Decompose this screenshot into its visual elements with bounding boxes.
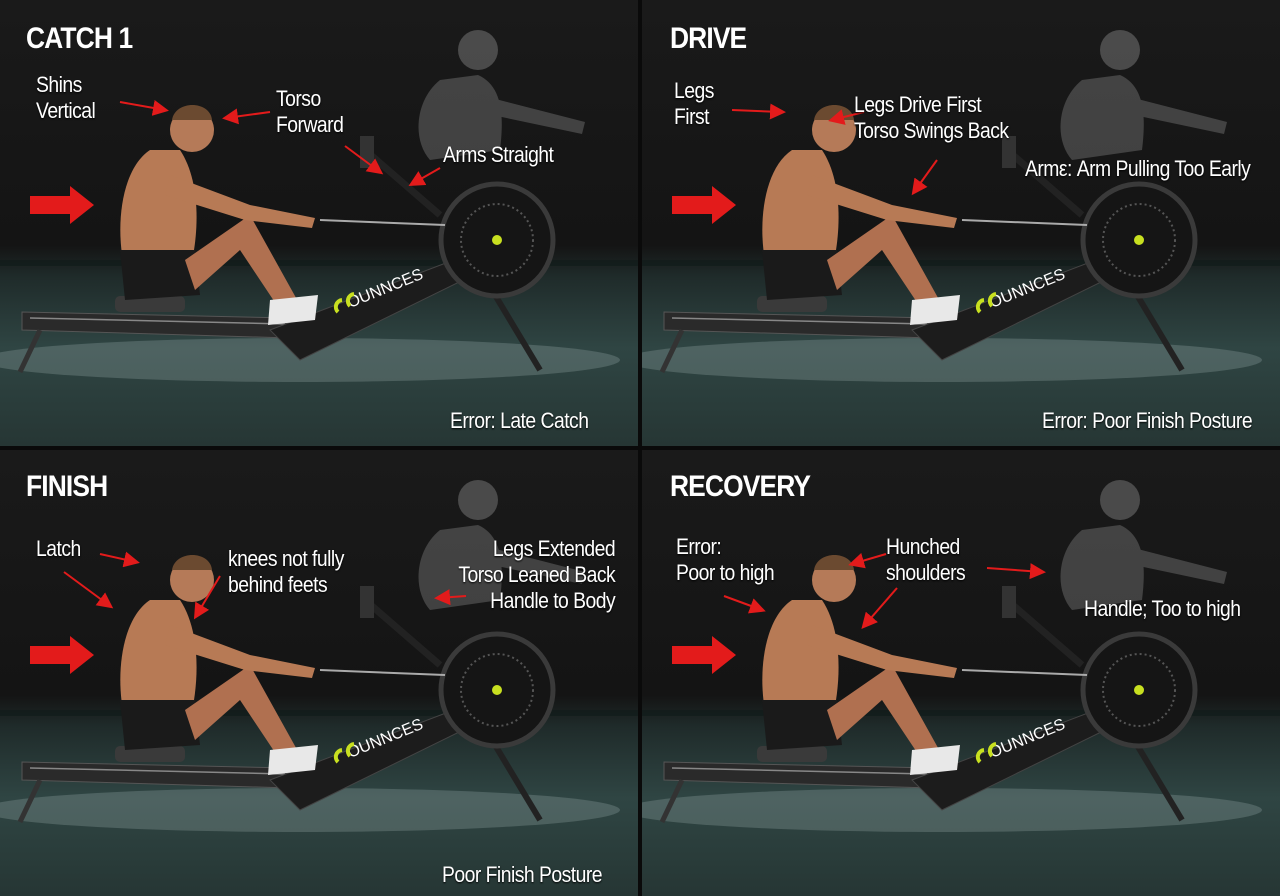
direction-arrow-icon xyxy=(672,636,736,674)
annotation-label: Legs Extended Torso Leaned Back Handle t… xyxy=(458,536,615,613)
pointer-arrow-icon xyxy=(723,595,766,614)
rower-figure xyxy=(757,555,960,775)
pointer-arrow-icon xyxy=(119,100,169,116)
panel-drive: OUNNCES DRIVE Legs First Legs Drive First … xyxy=(642,0,1280,446)
rower-figure xyxy=(115,555,318,775)
pointer-arrow-icon xyxy=(344,145,384,175)
annotation-label: Error: Late Catch xyxy=(450,408,589,433)
annotation-label: Hunched shoulders xyxy=(886,534,966,585)
annotation-label: Latch xyxy=(36,536,81,561)
ghost-figure xyxy=(1060,480,1227,610)
pointer-arrow-icon xyxy=(193,575,221,620)
pointer-arrow-icon xyxy=(222,108,271,125)
direction-arrow-icon xyxy=(672,186,736,224)
rower-figure xyxy=(115,105,318,325)
panel-catch-1: OUNNCES CATCH 1 Shins Vertical Torso Forwa… xyxy=(0,0,638,446)
pointer-arrow-icon xyxy=(828,109,865,125)
pointer-arrow-icon xyxy=(861,587,898,630)
ghost-figure xyxy=(418,30,585,160)
pointer-arrow-icon xyxy=(848,552,887,569)
panel-recovery: OUNNCES RECOVERY Error: Poor to high Hunch… xyxy=(642,450,1280,896)
phase-title: DRIVE xyxy=(670,22,747,55)
rowing-machine: OUNNCES xyxy=(0,136,638,382)
pointer-arrow-icon xyxy=(63,571,114,609)
annotation-label: Legs Drive First Torso Swings Back xyxy=(854,92,1009,143)
annotation-label: Poor Finish Posture xyxy=(442,862,603,887)
annotation-label: Error: Poor to high xyxy=(676,534,775,585)
phase-title: FINISH xyxy=(26,470,108,503)
annotation-label: Shins Vertical xyxy=(36,72,96,123)
pointer-arrow-icon xyxy=(986,563,1046,580)
annotation-label: Error: Poor Finish Posture xyxy=(1042,408,1253,433)
annotation-label: Handle; Too to high xyxy=(1084,596,1241,621)
phase-title: RECOVERY xyxy=(670,470,811,503)
rowing-machine: OUNNCES xyxy=(0,586,638,832)
annotation-label: Torso Forward xyxy=(276,86,344,137)
annotation-label: Arms Straight xyxy=(443,142,554,167)
annotation-label: Legs First xyxy=(674,78,714,129)
pointer-arrow-icon xyxy=(408,167,441,186)
phase-title: CATCH 1 xyxy=(26,22,133,55)
pointer-arrow-icon xyxy=(731,103,786,120)
direction-arrow-icon xyxy=(30,636,94,674)
rowing-machine: OUNNCES xyxy=(642,136,1280,382)
panel-finish: OUNNCES FINISH Latch knees not fully behin… xyxy=(0,450,638,896)
annotation-label: knees not fully behind feets xyxy=(228,546,344,597)
pointer-arrow-icon xyxy=(99,551,140,568)
ghost-figure xyxy=(418,480,585,610)
annotation-label: Armε: Arm Pulling Too Early xyxy=(1025,156,1251,181)
ghost-figure xyxy=(1060,30,1227,160)
direction-arrow-icon xyxy=(30,186,94,224)
pointer-arrow-icon xyxy=(434,589,467,606)
rowing-machine: OUNNCES xyxy=(642,586,1280,832)
pointer-arrow-icon xyxy=(911,159,938,196)
